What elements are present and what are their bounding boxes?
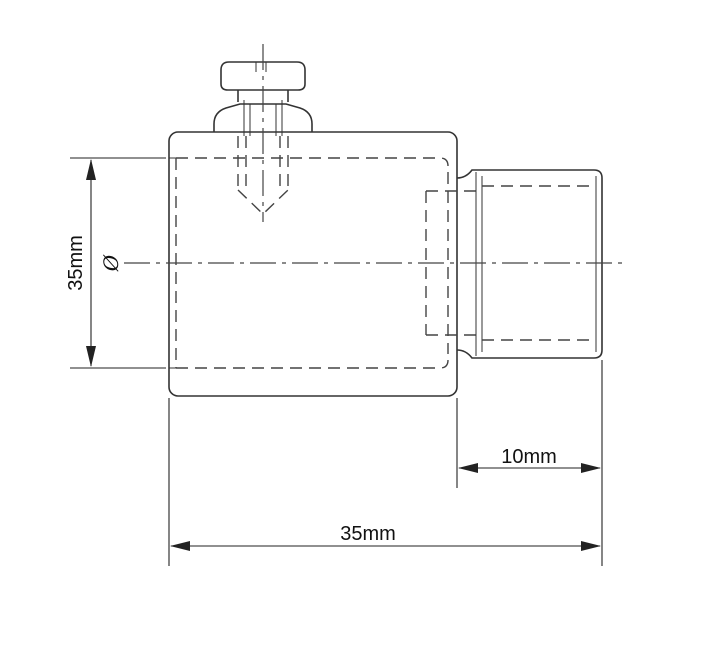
diameter-label: 35mm	[65, 235, 87, 291]
thread-length-dimension: 10mm	[456, 360, 603, 566]
overall-length-dimension: 35mm	[168, 398, 601, 566]
set-screw	[213, 44, 313, 222]
diameter-dimension: 35mm Ø	[65, 157, 166, 369]
thread-length-label: 10mm	[501, 446, 557, 468]
main-body	[168, 131, 458, 397]
threaded-end	[456, 169, 603, 359]
diameter-symbol: Ø	[99, 254, 123, 272]
overall-length-label: 35mm	[340, 523, 396, 545]
